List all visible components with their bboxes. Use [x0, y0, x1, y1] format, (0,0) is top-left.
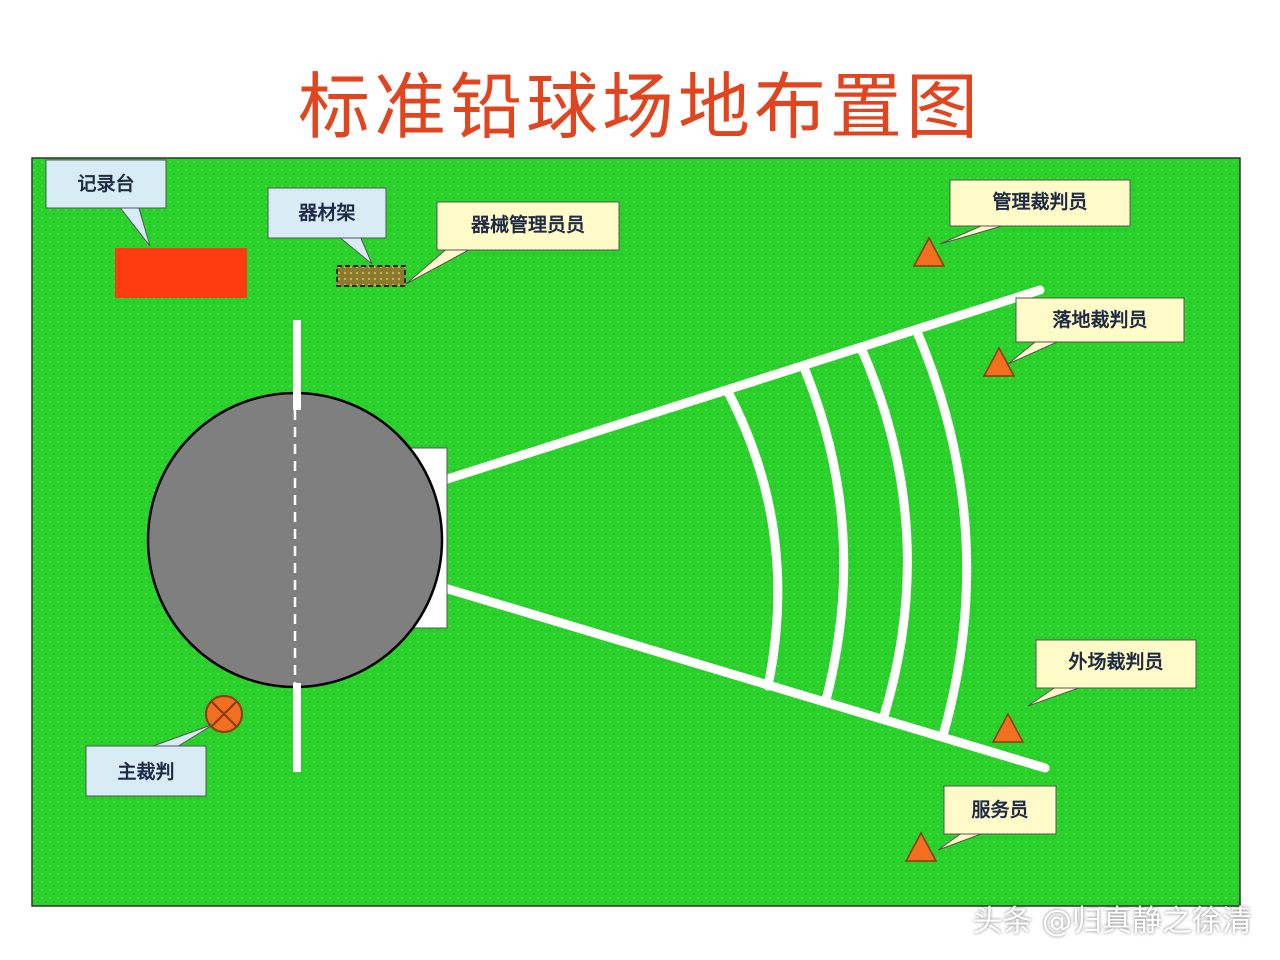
service-staff-label: 服务员	[971, 798, 1028, 821]
equipment-manager-callout: 器械管理员员	[405, 201, 620, 285]
outfield-judge-marker	[991, 712, 1025, 743]
center-line	[293, 320, 301, 772]
sector-upper-line	[433, 285, 1045, 487]
distance-arc-1	[723, 387, 783, 691]
landing-judge-marker	[982, 346, 1016, 377]
equipment-rack-callout: 器材架	[267, 187, 387, 265]
chief-judge-label: 主裁判	[117, 760, 174, 783]
sector	[433, 285, 1050, 773]
management-judge-marker	[912, 236, 946, 267]
record-table-label: 记录台	[77, 172, 134, 195]
landing-judge-label: 落地裁判员	[1052, 308, 1147, 331]
page-title: 标准铅球场地布置图	[297, 65, 982, 149]
equipment-rack-label: 器材架	[297, 201, 355, 224]
equipment-rack	[336, 265, 406, 287]
chief-judge-callout: 主裁判	[85, 723, 215, 797]
record-table	[115, 248, 247, 298]
outfield-judge-label: 外场裁判员	[1068, 650, 1163, 673]
watermark: 头条 @归真静之徐清	[972, 904, 1252, 939]
service-staff-callout: 服务员	[937, 785, 1057, 851]
chief-judge-marker	[205, 695, 243, 733]
distance-arc-2	[800, 365, 849, 705]
service-staff-marker	[904, 831, 938, 862]
throwing-circle	[146, 391, 444, 689]
distance-arc-3	[857, 345, 912, 721]
distance-arc-4	[913, 329, 972, 737]
management-judge-label: 管理裁判员	[992, 190, 1087, 213]
landing-judge-callout: 落地裁判员	[1007, 297, 1185, 365]
outfield-judge-callout: 外场裁判员	[1027, 639, 1197, 707]
management-judge-callout: 管理裁判员	[939, 179, 1131, 245]
sector-lower-line	[433, 581, 1050, 773]
record-table-callout: 记录台	[45, 159, 167, 247]
equipment-manager-label: 器械管理员员	[470, 213, 585, 236]
